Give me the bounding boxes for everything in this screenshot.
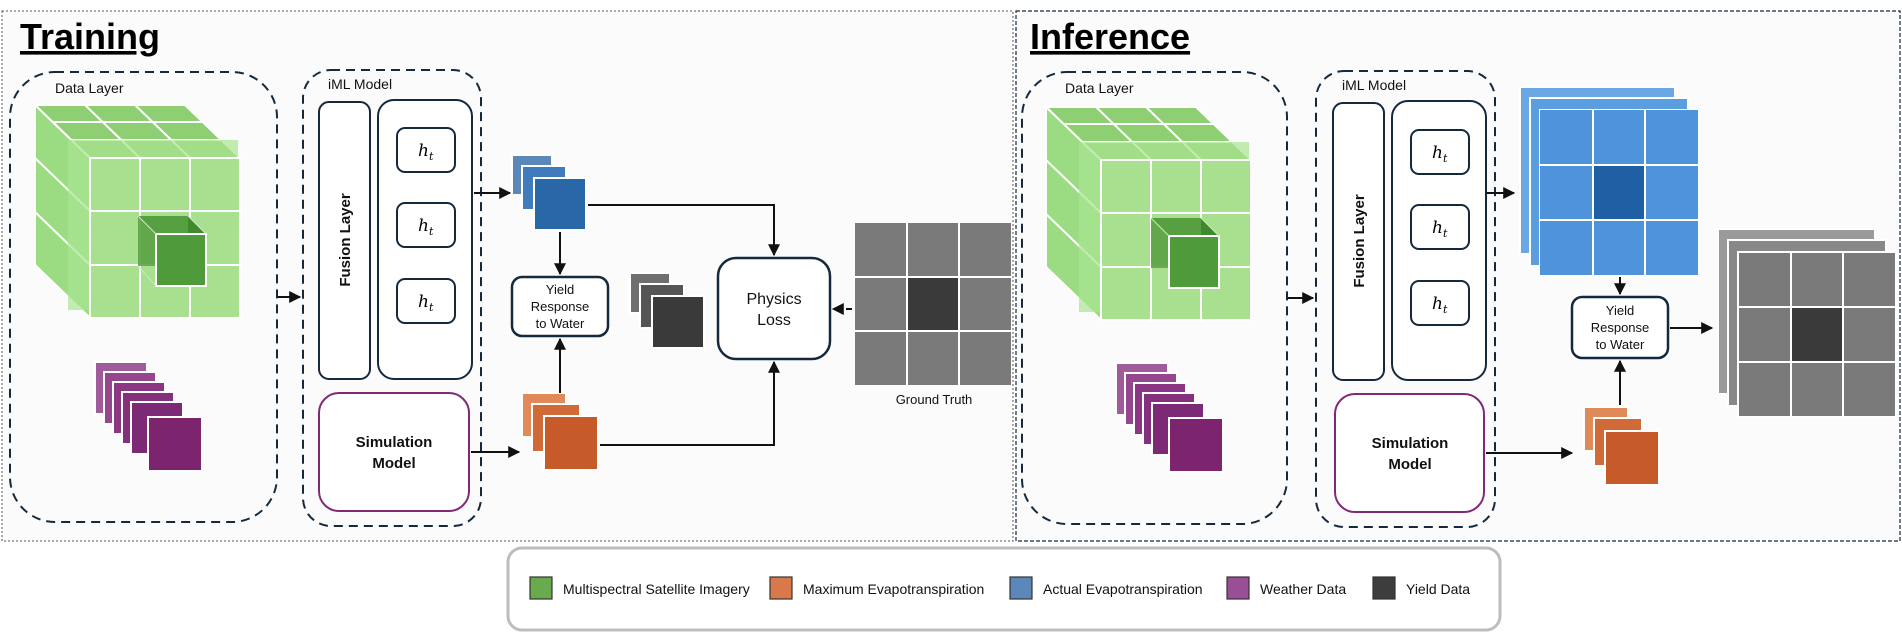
inference-max-et-stack	[1583, 406, 1660, 486]
legend-swatch	[1226, 576, 1250, 600]
legend-swatch	[1372, 576, 1396, 600]
inference-yield-map	[1717, 228, 1897, 418]
legend-swatch	[1009, 576, 1033, 600]
inference-yield-response-3: to Water	[1596, 337, 1645, 352]
legend-item: Multispectral Satellite Imagery	[529, 576, 750, 600]
inference-title: Inference	[1030, 16, 1190, 57]
svg-text:ht: ht	[1432, 294, 1448, 316]
inference-weather-stack	[1115, 362, 1224, 473]
training-data-layer-label: Data Layer	[55, 80, 124, 96]
physics-loss-label-2: Loss	[757, 312, 791, 329]
legend-item: Actual Evapotranspiration	[1009, 576, 1203, 600]
inference-fusion-layer	[1332, 102, 1385, 381]
legend-swatch	[529, 576, 553, 600]
inference-yield-response-2: Response	[1591, 320, 1650, 335]
inference-data-layer-box	[1021, 71, 1288, 525]
physics-loss-label-1: Physics	[746, 291, 801, 308]
inference-yield-response-box	[1570, 295, 1670, 360]
training-title: Training	[20, 16, 160, 57]
legend-item: Yield Data	[1372, 576, 1470, 600]
inference-actual-et-map	[1519, 86, 1699, 276]
training-iml-model-label: iML Model	[328, 76, 392, 92]
training-iml-model-box	[302, 69, 482, 527]
training-predicted-yield-stack	[629, 272, 705, 349]
training-yield-response-2: Response	[531, 299, 590, 314]
inference-data-layer-label: Data Layer	[1065, 80, 1134, 96]
training-hidden-state-2: ht	[396, 202, 456, 248]
inference-fusion-layer-label: Fusion Layer	[1351, 194, 1368, 288]
training-data-layer-box	[9, 71, 278, 523]
legend-item: Maximum Evapotranspiration	[769, 576, 984, 600]
legend-label: Weather Data	[1260, 581, 1346, 597]
training-simulation-model	[318, 392, 470, 512]
inference-hidden-state-2: ht	[1410, 204, 1470, 250]
inference-iml-model-box	[1315, 70, 1496, 528]
legend-swatch	[769, 576, 793, 600]
training-hidden-state-1: ht	[396, 127, 456, 173]
legend-label: Multispectral Satellite Imagery	[563, 581, 750, 597]
inference-panel: Inference Data Layer	[1015, 10, 1901, 542]
training-fusion-layer-label: Fusion Layer	[337, 193, 354, 287]
training-actual-et-stack	[511, 154, 587, 231]
inference-hidden-state-3: ht	[1410, 280, 1470, 326]
svg-text:ht: ht	[1432, 143, 1448, 165]
inference-simulation-label-2: Model	[1388, 456, 1431, 473]
training-fusion-layer	[318, 101, 371, 380]
ground-truth-grid	[855, 223, 1011, 385]
svg-text:ht: ht	[418, 216, 434, 238]
training-imagery-cube	[32, 102, 243, 321]
training-yield-response-3: to Water	[536, 316, 585, 331]
training-yield-response-1: Yield	[546, 282, 574, 297]
training-max-et-stack	[521, 392, 599, 471]
svg-text:ht: ht	[1432, 218, 1448, 240]
inference-yield-response-1: Yield	[1606, 303, 1634, 318]
legend-label: Actual Evapotranspiration	[1043, 581, 1203, 597]
ground-truth-label: Ground Truth	[896, 392, 973, 407]
physics-loss-box	[716, 256, 832, 361]
inference-simulation-model	[1334, 393, 1485, 513]
training-panel: Training Data Layer	[1, 10, 1014, 542]
training-yield-response-box	[510, 275, 610, 338]
svg-text:ht: ht	[418, 141, 434, 163]
inference-hidden-state-1: ht	[1410, 129, 1470, 175]
inference-iml-model-label: iML Model	[1342, 77, 1406, 93]
legend-label: Yield Data	[1406, 581, 1470, 597]
inference-imagery-cube	[1043, 104, 1254, 323]
arrow-max-et-to-loss	[600, 360, 780, 446]
arrow-actual-et-to-loss	[588, 204, 780, 257]
training-simulation-label-2: Model	[372, 455, 415, 472]
legend-item: Weather Data	[1226, 576, 1346, 600]
training-hidden-state-3: ht	[396, 278, 456, 324]
legend-label: Maximum Evapotranspiration	[803, 581, 984, 597]
training-simulation-label-1: Simulation	[356, 434, 433, 451]
training-weather-stack	[94, 361, 203, 472]
legend: Multispectral Satellite Imagery Maximum E…	[506, 546, 1502, 632]
svg-text:ht: ht	[418, 292, 434, 314]
inference-simulation-label-1: Simulation	[1372, 435, 1449, 452]
